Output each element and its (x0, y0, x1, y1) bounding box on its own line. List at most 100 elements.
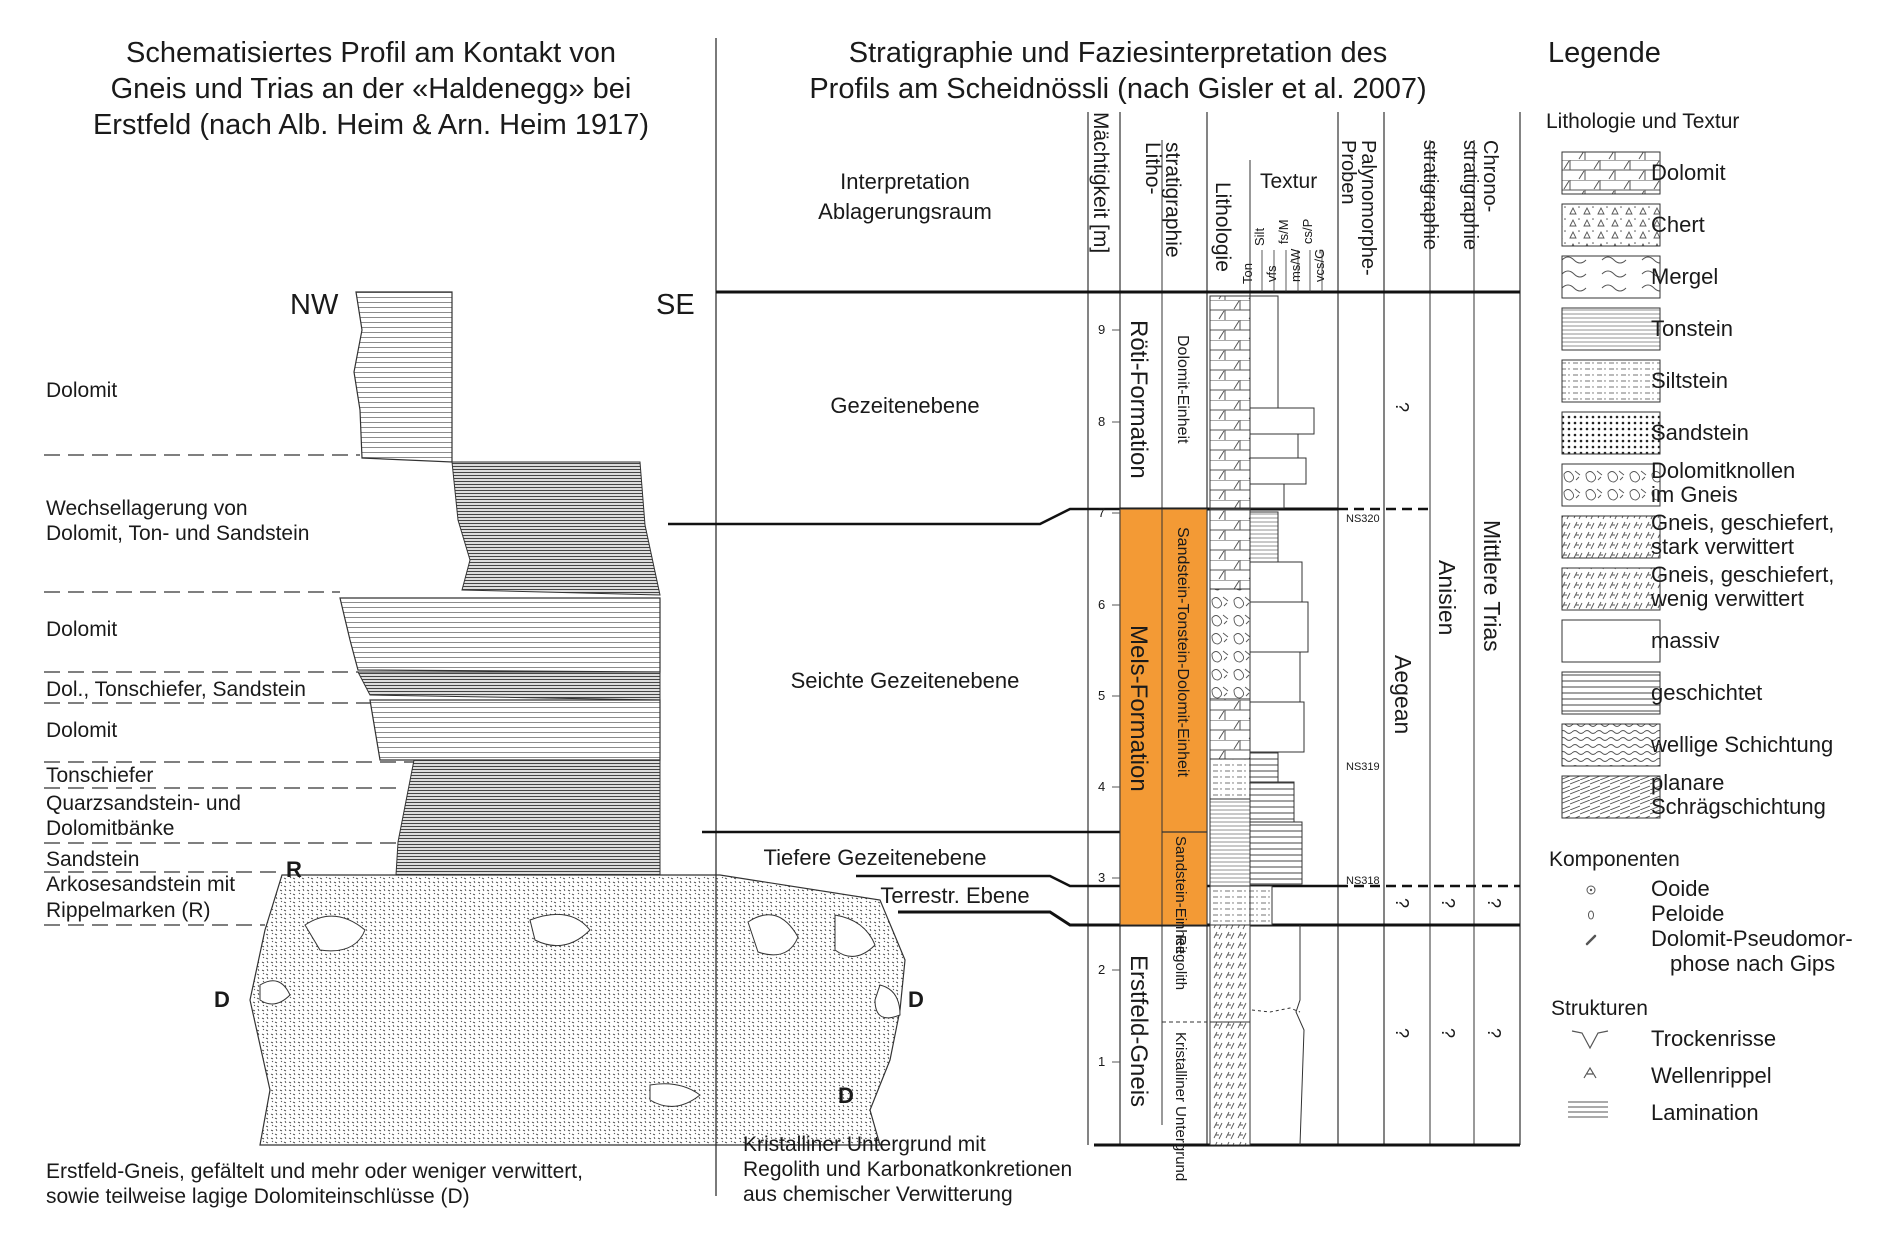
bedded-pattern-icon (1561, 671, 1661, 715)
interp-seichte: Seichte Gezeitenebene (791, 668, 1020, 693)
legend-planare-2: Schrägschichtung (1651, 794, 1826, 819)
siltstone-pattern-icon (1561, 359, 1661, 403)
legend: Legende Lithologie und Textur Dolomit Ch… (1546, 37, 1853, 1125)
depth-tick-2: 2 (1098, 962, 1105, 977)
inclusion-marker-d-1: D (214, 987, 230, 1012)
ooid-icon (1586, 885, 1596, 895)
interp-gezeitenebene: Gezeitenebene (830, 393, 979, 418)
texture-class-fs-m: fs/M (1276, 219, 1291, 244)
header-chrono-1: Chrono- (1479, 140, 1501, 212)
legend-title: Legende (1548, 37, 1661, 69)
gneiss-basement (249, 874, 906, 1146)
unit-dolomit-einheit: Dolomit-Einheit (1174, 335, 1191, 444)
wave-ripple-icon (1583, 1066, 1597, 1079)
unit-sandstein-einheit: Sandstein-Einheit (1172, 836, 1189, 954)
legend-sandstein: Sandstein (1651, 420, 1749, 445)
claystone-pattern-icon (1561, 307, 1661, 351)
dolomite-middle-cliff (339, 597, 661, 673)
lithology-column (1209, 295, 1251, 1146)
texture-bars (1249, 295, 1315, 1146)
left-title-line-2: Gneis und Trias an der «Haldenegg» bei (111, 73, 632, 105)
legend-peloide: Peloide (1651, 901, 1724, 926)
legend-dolomitknollen-1: Dolomitknollen (1651, 458, 1795, 483)
legend-gneis-wenig-2: wenig verwittert (1650, 586, 1804, 611)
interp-terrestr: Terrestr. Ebene (880, 883, 1029, 908)
depth-tick-5: 5 (1098, 688, 1105, 703)
unit-sst-ton-dol-einheit: Sandstein-Tonstein-Dolomit-Einheit (1174, 527, 1191, 777)
sample-ns319: NS319 (1346, 761, 1380, 773)
legend-lamination: Lamination (1651, 1100, 1759, 1125)
layer-label-wechsellagerung-2: Dolomit, Ton- und Sandstein (46, 522, 309, 545)
layer-label-quarzsandstein-1: Quarzsandstein- und (46, 792, 241, 815)
header-thickness: Mächtigkeit [m] (1089, 112, 1112, 253)
chert-pattern-icon (1561, 203, 1661, 247)
dolomite-inclusion-1 (304, 915, 366, 952)
dolomite-nodules-pattern-icon (1561, 463, 1661, 507)
layer-label-wechsellagerung-1: Wechsellagerung von (46, 497, 248, 520)
legend-geschichtet: geschichtet (1651, 680, 1762, 705)
header-palynomorph-1: Palynomorphe- (1357, 140, 1379, 276)
legend-pseudomorph-2: phose nach Gips (1670, 951, 1835, 976)
legend-gneis-stark-1: Gneis, geschiefert, (1651, 510, 1834, 535)
layer-label-arkose-2: Rippelmarken (R) (46, 899, 211, 922)
unknown-mark-6: ? (1438, 1028, 1458, 1038)
peloid-icon (1588, 910, 1594, 920)
dolomite-inclusion-5 (259, 980, 291, 1005)
legend-wellenrippel: Wellenrippel (1651, 1063, 1772, 1088)
wavy-bedding-pattern-icon (1561, 723, 1661, 767)
sample-ns320: NS320 (1346, 513, 1380, 525)
interp-tiefere: Tiefere Gezeitenebene (764, 845, 987, 870)
middle-title-line-1: Stratigraphie und Faziesinterpretation d… (849, 37, 1387, 69)
header-palynomorph-2: Proben (1337, 140, 1359, 205)
header-texture: Textur (1260, 170, 1317, 193)
legend-ooide: Ooide (1651, 876, 1710, 901)
left-title-line-1: Schematisiertes Profil am Kontakt von (126, 37, 616, 69)
legend-massiv: massiv (1651, 628, 1719, 653)
legend-dolomitknollen-2: im Gneis (1651, 482, 1738, 507)
texture-class-silt: Silt (1252, 228, 1267, 246)
marl-pattern-icon (1561, 255, 1661, 299)
layer-label-sandstein: Sandstein (46, 848, 139, 871)
stage-aegean: Aegean (1390, 655, 1416, 734)
texture-scale-ticks (1261, 250, 1323, 292)
gneiss-strong-pattern-icon (1561, 515, 1661, 559)
legend-pseudomorph-1: Dolomit-Pseudomor- (1651, 926, 1853, 951)
ripple-marker-r: R (286, 857, 302, 882)
middle-panel: Stratigraphie und Faziesinterpretation d… (668, 37, 1521, 1206)
depth-tick-9: 9 (1098, 322, 1105, 337)
left-panel: Schematisiertes Profil am Kontakt von Gn… (44, 37, 924, 1208)
texture-class-ton: Ton (1240, 263, 1255, 284)
layer-label-arkose-1: Arkosesandstein mit (46, 873, 235, 896)
massive-pattern-icon (1561, 619, 1661, 663)
unknown-mark-7: ? (1484, 1028, 1504, 1038)
depth-tick-1: 1 (1098, 1054, 1105, 1069)
stage-anisien: Anisien (1434, 560, 1460, 635)
desiccation-crack-icon (1571, 1030, 1609, 1050)
cross-bedding-pattern-icon (1561, 775, 1661, 819)
layer-label-dolomit-2: Dolomit (46, 618, 117, 641)
unit-kristalliner-untergrund: Kristalliner Untergrund (1172, 1032, 1189, 1181)
legend-gneis-stark-2: stark verwittert (1651, 534, 1794, 559)
pseudomorph-icon (1585, 934, 1597, 946)
texture-class-vcs-g: vcs/G (1312, 249, 1327, 282)
header-lithostrat-1: Litho- (1141, 142, 1164, 195)
legend-mergel: Mergel (1651, 264, 1718, 289)
texture-class-labels: Ton Silt vfs fs/M ms/W cs/P vcs/G (1240, 219, 1327, 284)
gneiss-weak-pattern-icon (1561, 567, 1661, 611)
legend-wellige: wellige Schichtung (1650, 732, 1833, 757)
mels-formation-highlight (1119, 508, 1163, 926)
unknown-mark-2: ? (1392, 898, 1412, 908)
depth-tick-8: 8 (1098, 414, 1105, 429)
legend-trockenrisse: Trockenrisse (1651, 1026, 1776, 1051)
texture-class-ms-w: ms/W (1288, 248, 1303, 282)
header-lithostrat-2: stratigraphie (1161, 142, 1184, 258)
sandstone-pattern-icon (1561, 411, 1661, 455)
formation-erstfeld-gneis: Erstfeld-Gneis (1125, 955, 1152, 1107)
depth-tick-6: 6 (1098, 597, 1105, 612)
dolomite-pattern-icon (1561, 151, 1661, 195)
depth-axis (1112, 329, 1120, 1063)
inclusion-marker-d-2: D (908, 987, 924, 1012)
layer-label-tonschiefer: Tonschiefer (46, 764, 153, 787)
dolomite-lower-cliff (369, 699, 661, 761)
legend-gneis-wenig-1: Gneis, geschiefert, (1651, 562, 1834, 587)
